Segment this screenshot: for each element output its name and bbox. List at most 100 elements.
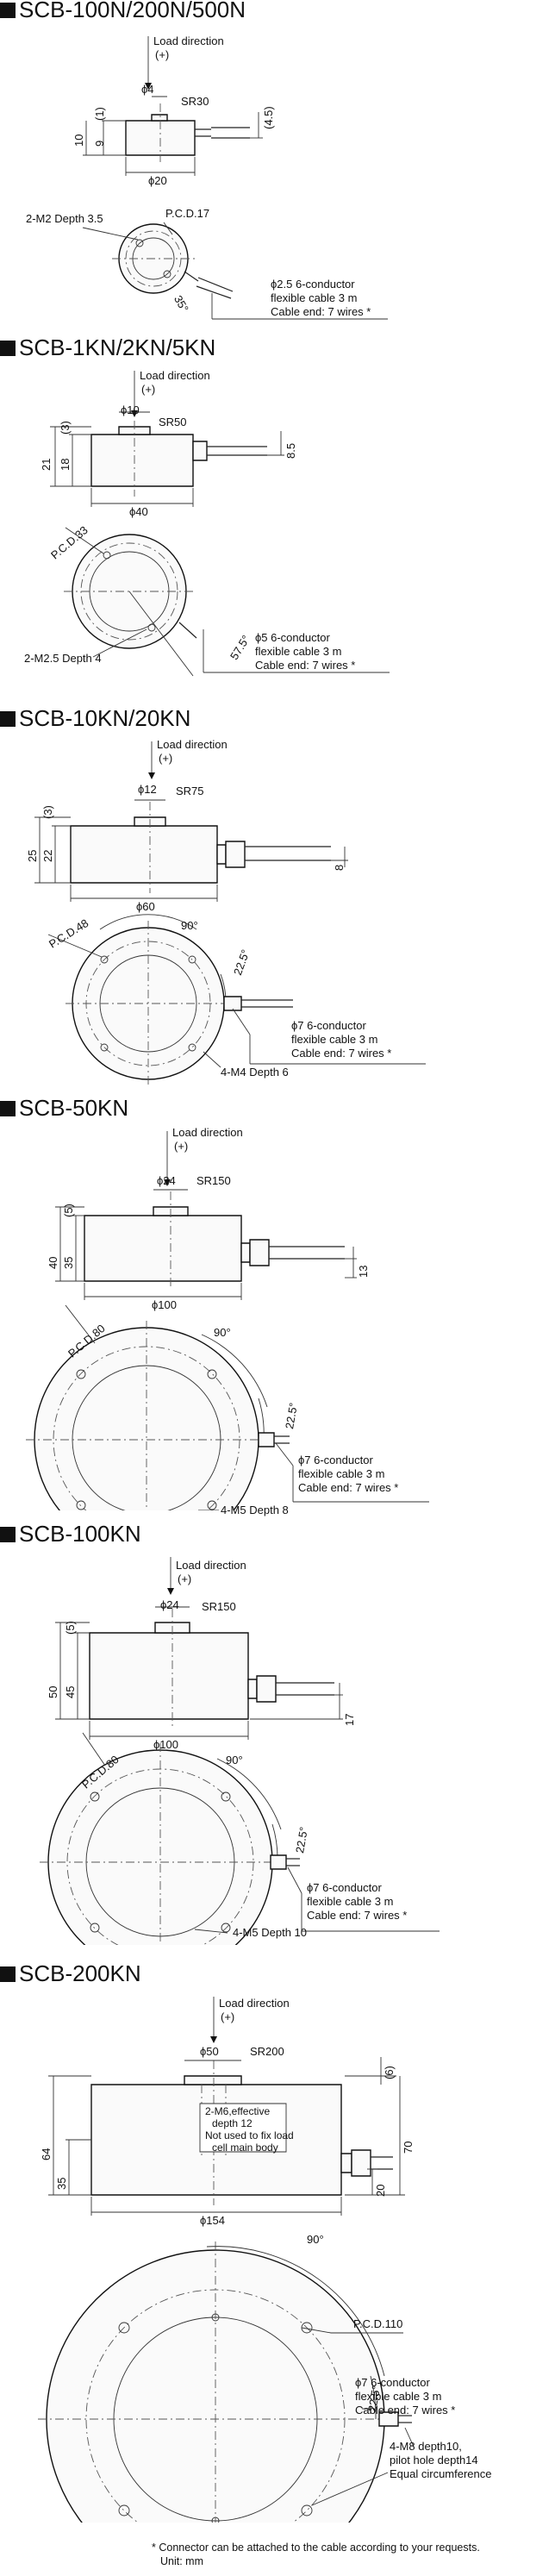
top-height-dim: (1) [93,107,106,121]
sphere-radius-dim: SR50 [159,416,187,428]
title-bullet [0,711,16,727]
body-height-dim: 35 [55,2177,68,2190]
pcd-label: P.C.D.17 [165,207,210,220]
angle-label: 90° [307,2233,324,2246]
top-height-dim: (5) [62,1204,75,1217]
cable-height-dim: (4.5) [262,106,275,129]
angle-label: 90° [226,1754,243,1766]
pcd-label: P.C.D.110 [353,2317,403,2330]
section-title: SCB-100KN [0,1521,141,1547]
cable-spec-line-1: ϕ7 6-conductor [298,1454,373,1466]
top-height-dim: (3) [41,805,54,819]
angle-label: 90° [181,919,198,932]
body-height-dim: 18 [59,458,72,471]
sphere-radius-dim: SR75 [176,785,204,797]
drawing-scb-10kn [0,716,555,1086]
thread-label: 2-M2.5 Depth 4 [24,652,102,665]
title-text: SCB-200KN [19,1960,141,1986]
sphere-radius-dim: SR150 [202,1600,236,1613]
cable-spec-line-1: ϕ5 6-conductor [255,631,330,644]
section-title: SCB-200KN [0,1960,141,1986]
load-direction-label: Load direction [172,1126,243,1139]
cable-height-dim: 13 [357,1265,370,1278]
section-title: SCB-1KN/2KN/5KN [0,335,215,360]
body-diameter-dim: ϕ40 [129,505,148,518]
bolt-note-line-1: 2-M6,effective [205,2105,271,2117]
top-height-dim: (3) [59,421,72,435]
cable-spec-line-3: Cable end: 7 wires * [291,1047,392,1060]
bolt-note-line-2: depth 12 [212,2117,253,2129]
cable-spec-line-2: flexible cable 3 m [298,1467,385,1480]
load-sign-label: (+) [174,1140,189,1153]
sphere-radius-dim: SR150 [196,1174,231,1187]
cable-spec-line-2: flexible cable 3 m [271,291,358,304]
load-direction-label: Load direction [140,369,210,382]
top-diameter-dim: ϕ4 [141,83,154,96]
body-diameter-dim: ϕ100 [152,1298,177,1311]
drawing-scb-1kn [0,345,555,707]
right-height-dim: 70 [402,2141,415,2154]
drawing-scb-200kn [0,1971,555,2523]
title-text: SCB-50KN [19,1095,129,1121]
load-sign-label: (+) [159,752,173,765]
sphere-radius-dim: SR200 [250,2045,284,2058]
title-bullet [0,3,16,18]
load-sign-label: (+) [221,2010,235,2023]
load-direction-label: Load direction [219,1997,290,2010]
title-bullet [0,1966,16,1982]
drawing-scb-50kn [0,1105,555,1510]
cable-spec-line-2: flexible cable 3 m [307,1895,394,1908]
top-diameter-dim: ϕ24 [160,1598,179,1611]
cable-spec-line-3: Cable end: 7 wires * [298,1481,399,1494]
top-height-dim: (5) [64,1621,77,1635]
top-diameter-dim: ϕ10 [121,403,140,416]
bolt-note-line-3: Not used to fix load [205,2129,294,2141]
thread-label: 4-M4 Depth 6 [221,1066,289,1079]
cable-spec-line-1: ϕ7 6-conductor [307,1881,382,1894]
footnote-connector: * Connector can be attached to the cable… [152,2542,480,2554]
title-text: SCB-100KN [19,1521,141,1547]
body-diameter-dim: ϕ100 [153,1738,178,1751]
total-height-dim: 25 [26,849,39,862]
cable-spec-line-1: ϕ7 6-conductor [355,2376,430,2389]
thread-label: 2-M2 Depth 3.5 [26,212,103,225]
cable-spec-line-2: flexible cable 3 m [255,645,342,658]
cable-spec-line-3: Cable end: 7 wires * [355,2404,456,2417]
thread-label: 4-M5 Depth 10 [233,1926,307,1939]
top-diameter-dim: ϕ50 [200,2045,219,2058]
cable-spec-line-2: flexible cable 3 m [291,1033,378,1046]
load-direction-label: Load direction [153,34,224,47]
load-direction-label: Load direction [176,1559,246,1572]
cable-spec-line-1: ϕ2.5 6-conductor [271,278,355,291]
angle-label: 90° [214,1326,231,1339]
body-diameter-dim: ϕ20 [148,174,167,187]
title-bullet [0,1527,16,1542]
cable-spec-line-2: flexible cable 3 m [355,2390,442,2403]
title-bullet [0,341,16,356]
section-title: SCB-10KN/20KN [0,705,190,731]
load-sign-label: (+) [141,383,156,396]
body-diameter-dim: ϕ60 [136,900,155,913]
cable-spec-line-3: Cable end: 7 wires * [255,659,356,672]
title-text: SCB-100N/200N/500N [19,0,246,22]
sphere-radius-dim: SR30 [181,95,209,108]
total-height-dim: 10 [72,134,85,147]
bolt-note-line-4: cell main body [212,2141,278,2154]
cable-height-dim: 8 [333,864,346,871]
cable-height-dim: 20 [374,2184,387,2197]
body-diameter-dim: ϕ154 [200,2214,225,2227]
cable-height-dim: 8.5 [284,442,297,459]
cable-height-dim: 17 [343,1713,356,1726]
title-text: SCB-1KN/2KN/5KN [19,335,216,360]
section-title: SCB-100N/200N/500N [0,0,246,22]
thread-line-1: 4-M8 depth10, [390,2440,462,2453]
top-diameter-dim: ϕ24 [157,1174,176,1187]
thread-line-2: pilot hole depth14 [390,2454,478,2467]
total-height-dim: 40 [47,1256,59,1269]
cable-spec-line-1: ϕ7 6-conductor [291,1019,366,1032]
total-height-dim: 50 [47,1685,59,1698]
body-height-dim: 9 [93,140,106,147]
footnote-unit: Unit: mm [160,2555,203,2567]
drawing-scb-100kn [0,1531,555,1945]
total-height-dim: 21 [40,458,53,471]
